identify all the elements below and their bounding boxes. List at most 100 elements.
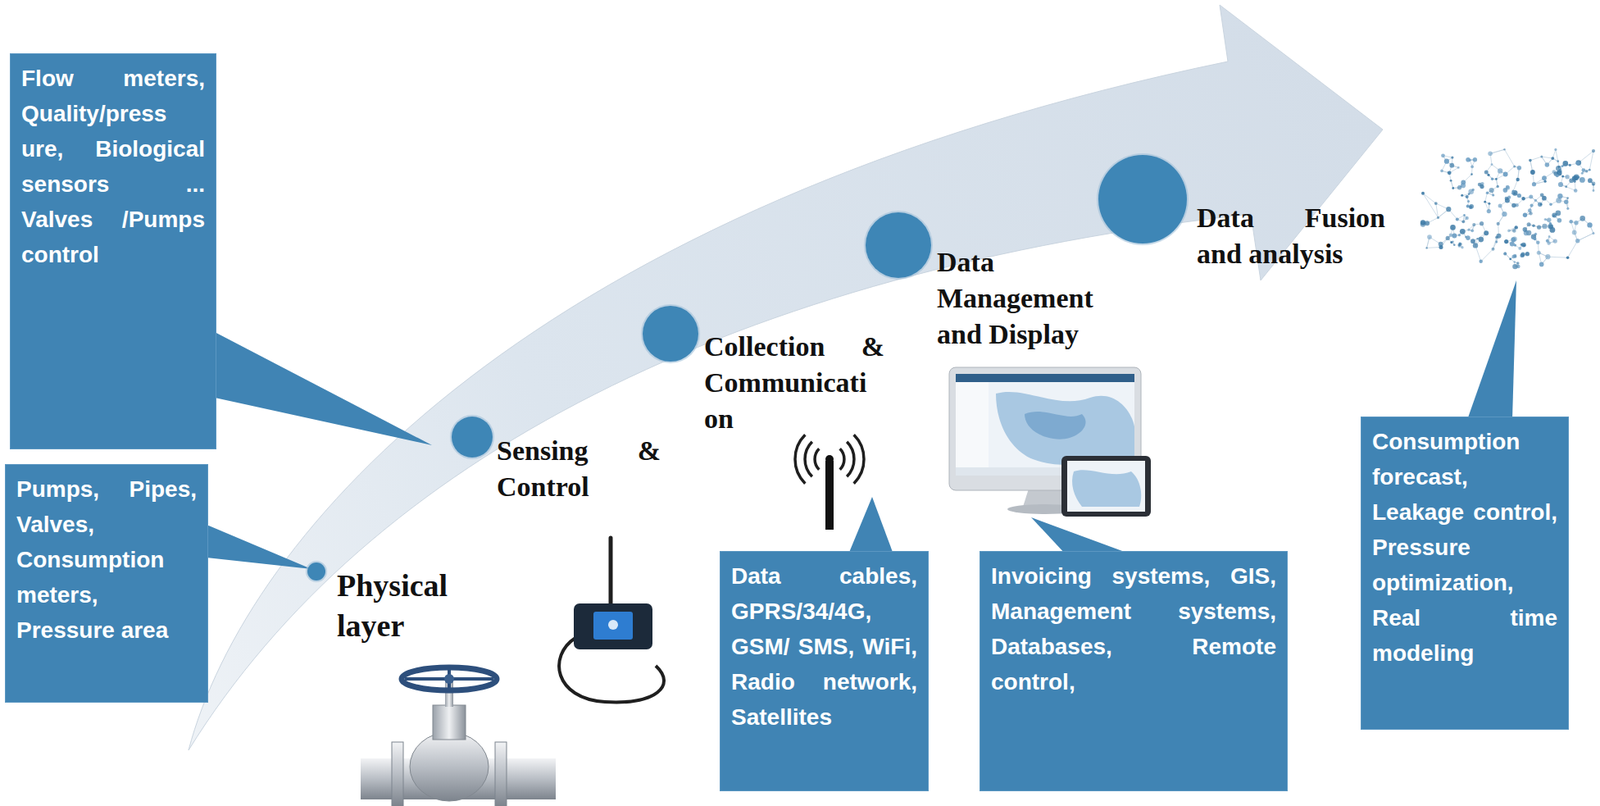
stage-title: Data Management and Display: [936, 244, 1138, 354]
network-dot: [1472, 157, 1478, 162]
network-dot: [1540, 203, 1543, 206]
network-dot: [1541, 195, 1547, 201]
network-link: [1513, 192, 1515, 195]
network-link: [1513, 192, 1515, 195]
network-dot: [1465, 195, 1469, 199]
network-dot: [1440, 169, 1444, 173]
network-dot: [1509, 258, 1512, 261]
network-dot: [1592, 183, 1596, 187]
network-dot: [1450, 179, 1453, 182]
network-dot: [1513, 260, 1516, 264]
network-dot: [1498, 203, 1503, 208]
network-dot: [1556, 159, 1560, 163]
network-dot: [1460, 245, 1464, 249]
callout-pointers: [206, 280, 1517, 569]
callout-box: Invoicing systems, GIS, Management syste…: [979, 550, 1288, 791]
network-dot: [1486, 173, 1490, 177]
network-link: [1504, 149, 1515, 167]
network-dot: [1484, 169, 1489, 174]
network-dot: [1516, 177, 1520, 182]
network-dot: [1575, 161, 1580, 166]
network-dot: [1467, 228, 1470, 232]
network-dot: [1517, 165, 1522, 170]
network-dot: [1539, 262, 1545, 268]
network-dot: [1528, 195, 1533, 200]
network-dot: [1495, 236, 1498, 239]
network-dot: [1447, 170, 1452, 175]
stage-title: Sensing & Control: [496, 432, 661, 505]
network-dot: [1504, 251, 1507, 255]
network-dot: [1528, 159, 1532, 163]
network-link: [1577, 232, 1594, 241]
network-dot: [1487, 151, 1493, 157]
network-dot: [1420, 221, 1427, 228]
callout-pointer: [1467, 280, 1517, 420]
network-dot: [1592, 189, 1596, 192]
network-dot: [1579, 215, 1586, 222]
network-dot: [1472, 242, 1478, 248]
network-dot: [1572, 230, 1578, 236]
network-dot: [1573, 188, 1578, 193]
network-dot: [1478, 236, 1485, 243]
network-dot: [1568, 219, 1573, 224]
network-dot: [1558, 181, 1564, 187]
network-dot: [1445, 236, 1450, 241]
network-dot: [1551, 212, 1557, 218]
network-dot: [1527, 222, 1532, 227]
network-dot: [1466, 204, 1470, 209]
network-dot: [1468, 204, 1474, 210]
network-link: [1589, 150, 1594, 170]
network-link: [1436, 203, 1439, 218]
network-dot: [1541, 175, 1547, 181]
network-dot: [1458, 233, 1461, 237]
callout-text: Invoicing systems, GIS, Management syste…: [990, 558, 1277, 700]
network-dot: [1531, 181, 1537, 187]
network-dot: [1486, 209, 1491, 214]
callout-box: Flow meters, Quality/press ure, Biologic…: [9, 53, 217, 450]
stage-title: Collection & Communicati on: [704, 328, 885, 438]
network-dot: [1457, 166, 1460, 169]
callout-box: Pumps, Pipes, Valves, Consumption meters…: [4, 463, 209, 703]
network-dot: [1440, 153, 1446, 158]
network-link: [1450, 180, 1454, 188]
network-dot: [1503, 172, 1509, 178]
network-dot: [1576, 159, 1582, 166]
network-dot: [1530, 169, 1536, 175]
network-dot: [1520, 243, 1523, 246]
network-dot: [1465, 157, 1471, 163]
network-dot: [1557, 218, 1563, 223]
network-dot: [1470, 228, 1474, 232]
network-dot: [1457, 185, 1462, 190]
network-dot: [1517, 193, 1522, 198]
network-dot: [1450, 224, 1456, 231]
network-dot: [1459, 228, 1466, 235]
network-dot: [1549, 202, 1553, 206]
network-dot: [1531, 223, 1536, 228]
network-link: [1541, 156, 1554, 159]
network-dot: [1512, 236, 1518, 242]
network-dot: [1465, 235, 1471, 241]
monitor-picture: [949, 367, 1151, 517]
stage-title: Data Fusion and analysis: [1196, 200, 1386, 273]
network-dot: [1550, 227, 1556, 233]
stage-label: Sensing & Control: [496, 432, 661, 505]
sensor-picture: [559, 537, 664, 702]
network-dot: [1497, 168, 1503, 173]
network-dot: [1592, 231, 1596, 235]
network-dot: [1487, 202, 1491, 205]
stage-circle: [307, 562, 326, 581]
network-link: [1422, 193, 1439, 219]
network-dot: [1540, 155, 1543, 159]
network-dot: [1460, 194, 1464, 197]
callout-text: Data cables, GPRS/34/4G, GSM/ SMS, WiFi,…: [731, 558, 918, 735]
network-dot: [1566, 255, 1570, 260]
callout-text: Consumption forecast, Leakage control, P…: [1372, 423, 1558, 671]
network-dot: [1491, 247, 1496, 251]
network-dot: [1588, 168, 1591, 172]
network-dot: [1536, 225, 1541, 230]
process-arrow: [188, 4, 1383, 750]
network-dot: [1463, 213, 1466, 217]
network-dot: [1550, 156, 1555, 160]
network-dot: [1533, 236, 1537, 241]
